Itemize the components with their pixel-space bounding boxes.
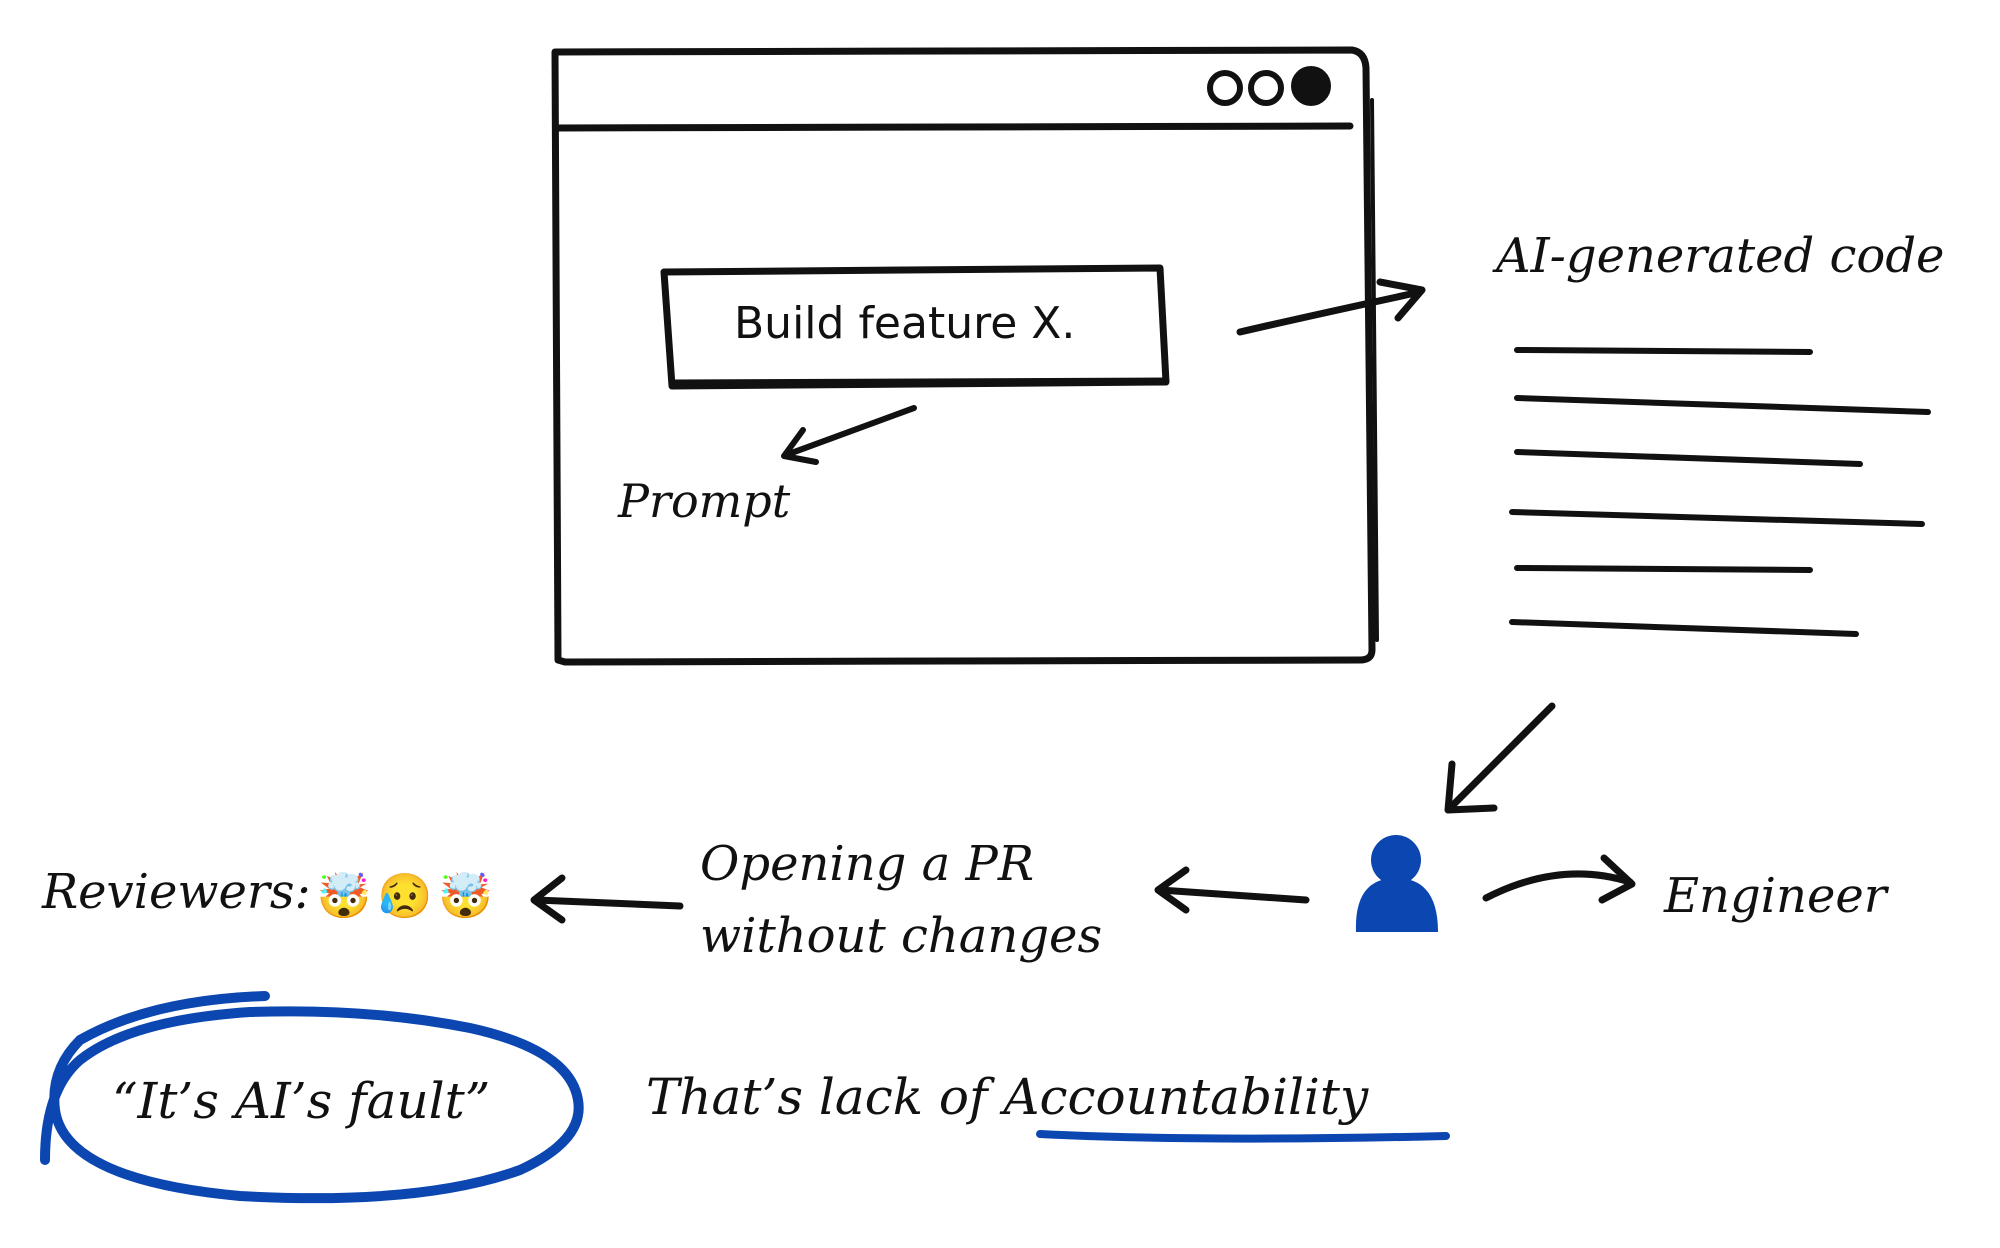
reviewers-text: Reviewers: [42, 864, 311, 920]
exploding-head-emoji: 🤯 [316, 870, 372, 922]
sad-sweat-emoji: 😥 [377, 870, 433, 922]
accountability-word: Accountability [1003, 1068, 1369, 1126]
reviewers-label: Reviewers:🤯😥🤯 [42, 864, 493, 922]
browser-window [551, 46, 1379, 666]
exploding-head-emoji-2: 🤯 [438, 870, 494, 922]
pr-label-line1: Opening a PR [700, 836, 1034, 892]
prompt-label: Prompt [618, 474, 791, 528]
arrow-to-reviewers [530, 874, 684, 924]
quote-text: “It’s AI’s fault” [112, 1072, 491, 1130]
quote-ellipse [40, 991, 584, 1204]
lack-prefix: That’s lack of [646, 1068, 988, 1126]
arrow-to-engineer-icon [1444, 702, 1556, 814]
prompt-input-box [660, 264, 1170, 390]
pr-label-line2: without changes [700, 908, 1103, 964]
arrow-to-engineer-label [1482, 854, 1636, 904]
three-circle-icon [1207, 66, 1331, 106]
arrow-to-prompt [781, 405, 917, 465]
lack-of-text: That’s lack of Accountability [646, 1068, 1368, 1126]
prompt-box-text: Build feature X. [734, 298, 1076, 349]
accountability-underline [1036, 1130, 1450, 1143]
ai-code-label: AI-generated code [1496, 228, 1945, 284]
arrow-to-pr [1154, 866, 1310, 914]
person-icon [1355, 835, 1438, 932]
engineer-label: Engineer [1664, 868, 1887, 924]
code-lines [1509, 347, 1931, 637]
arrow-to-ai-code [1236, 278, 1426, 336]
